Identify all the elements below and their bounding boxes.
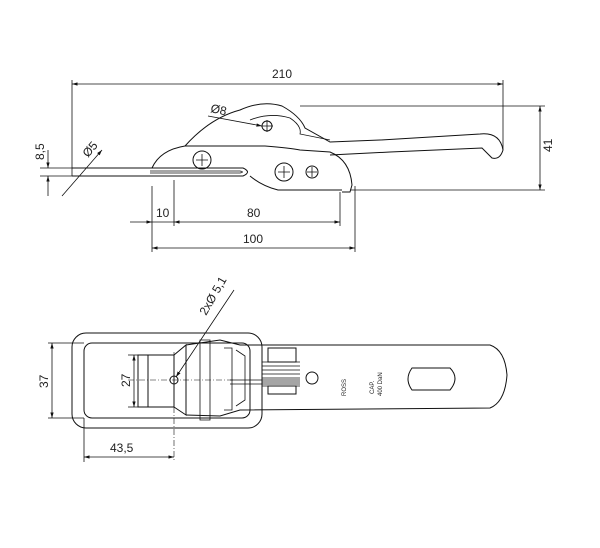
hook-bar <box>72 167 248 177</box>
dim-41: 41 <box>541 138 555 152</box>
dim-27: 27 <box>119 373 133 387</box>
stamp-brand: ROSS <box>342 379 348 396</box>
lever <box>184 103 504 159</box>
dim-37: 37 <box>37 374 51 388</box>
pivot-rear-a <box>274 162 294 182</box>
top-body <box>185 339 508 417</box>
dim-2xdia5-1: 2xØ 5,1 <box>196 274 229 318</box>
dim-210: 210 <box>272 67 292 81</box>
hook-frame-inner <box>83 342 251 419</box>
dim-43-5: 43,5 <box>110 441 134 455</box>
pivot-front <box>192 150 212 170</box>
hook-slot <box>150 170 243 174</box>
mount-hole <box>169 375 179 385</box>
stamp-line2: 400 DaN <box>378 372 384 396</box>
dim-dia5: Ø5 <box>80 138 101 160</box>
dim-80: 80 <box>247 206 261 220</box>
top-view: ROSS CAP. 400 DaN 2xØ 5,1 37 27 43,5 <box>37 274 508 462</box>
base-plate <box>151 145 353 193</box>
hook-frame-outer <box>71 332 263 429</box>
dim-8-5: 8,5 <box>33 143 47 160</box>
base-bottom <box>249 175 342 191</box>
spring <box>262 361 300 387</box>
dim-100: 100 <box>243 232 263 246</box>
dim-10: 10 <box>156 206 170 220</box>
top-base <box>137 354 175 408</box>
slot <box>407 367 456 391</box>
stamp-line1: CAP. <box>370 380 376 394</box>
side-view: 210 41 8,5 Ø5 Ø8 10 80 100 <box>33 67 555 252</box>
lever-inner <box>249 115 331 141</box>
dim-dia8: Ø8 <box>209 101 228 118</box>
pivot-rear-b <box>305 165 319 179</box>
